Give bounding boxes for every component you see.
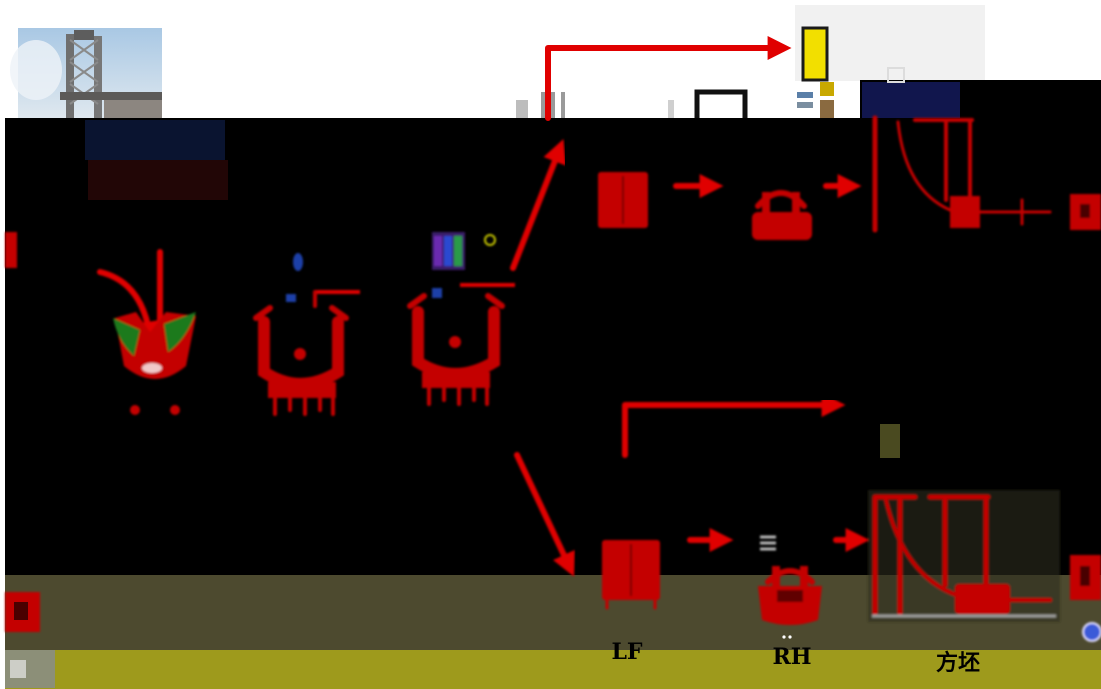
- vessel-inner: [449, 336, 461, 348]
- label-billet: 方坯: [936, 650, 980, 676]
- label-lf: LF: [611, 639, 642, 665]
- photo-building: [104, 100, 162, 118]
- photo-tower-bracing: [69, 39, 99, 105]
- caster-rolls: [955, 584, 1010, 614]
- photo-tower-leg: [66, 34, 74, 118]
- caster-posts: [872, 494, 918, 617]
- converter: [97, 249, 196, 415]
- rh-snorkel: [800, 566, 808, 592]
- converter-trunnion: [130, 405, 140, 415]
- photo-tower-top: [74, 30, 94, 40]
- lower-route: [602, 490, 1101, 642]
- equipment-fragment: [797, 102, 813, 108]
- label-band: [5, 650, 1101, 689]
- rh-ladle: [758, 586, 822, 625]
- glitch-icon-stripe: [444, 236, 452, 266]
- equipment-fragment: [516, 100, 528, 118]
- tundish-icon: [887, 67, 905, 83]
- vessel-drips: [427, 384, 489, 406]
- ladle-vessel-1: [253, 253, 360, 416]
- rh-ladle-upper: [752, 212, 812, 240]
- hot-metal-arrow: [97, 269, 160, 346]
- label-rh: RH: [772, 644, 811, 670]
- caster-runout: [978, 198, 1052, 226]
- rh-snorkel: [762, 192, 770, 216]
- glitch-icon-stripe: [434, 236, 442, 266]
- circle-icon: [1082, 622, 1101, 642]
- branch-arrow-up: [510, 139, 566, 271]
- flow-arrow-top: [545, 36, 792, 121]
- caster-strand: [884, 498, 968, 600]
- lance-icon: [293, 253, 303, 271]
- equipment-fragment: [541, 92, 545, 118]
- diagram-canvas: [5, 80, 1101, 575]
- branch-arrow-down: [514, 452, 575, 577]
- vessel-lip: [253, 305, 349, 321]
- lance-tip: [286, 294, 296, 302]
- vessel-inner: [294, 348, 306, 360]
- vessel-base: [268, 382, 336, 398]
- label-mark: [788, 635, 792, 639]
- converter-mouth: [142, 363, 162, 373]
- caster-frame: [927, 494, 991, 588]
- photo-beam: [60, 92, 162, 100]
- rh-snorkel: [772, 566, 780, 592]
- upper-route: [598, 115, 1101, 240]
- edge-fragment: [5, 232, 17, 268]
- ladle-icon: [801, 26, 829, 82]
- frame-fragment: [694, 89, 748, 118]
- ladle-vessel-2: [407, 232, 515, 406]
- glitch-block: [85, 120, 225, 160]
- vessel-drips: [273, 394, 335, 416]
- glitch-icon-stripe: [454, 236, 462, 266]
- flame-left: [113, 318, 140, 356]
- top-route: [516, 26, 960, 121]
- billet-stack-inner: [1080, 204, 1090, 218]
- rh-chamber: [765, 568, 815, 585]
- rh-ladle-inner: [777, 590, 803, 602]
- ladle-icon-part: [820, 82, 834, 96]
- rh-gauge-icon: [760, 535, 776, 551]
- equipment-fragment: [820, 100, 834, 118]
- lf-furnace-legs: [605, 598, 657, 610]
- tundish-icon-lower: [880, 424, 900, 458]
- equipment-fragment: [551, 92, 555, 118]
- rh-snorkel: [792, 192, 800, 216]
- marker-icon: [484, 234, 496, 246]
- label-mark: [782, 635, 786, 639]
- edge-fragment-inner: [14, 602, 28, 620]
- flow-arrow-middle: [622, 393, 846, 458]
- photo-tower-leg: [94, 36, 102, 118]
- equipment-fragment: [561, 92, 565, 118]
- glitch-block: [88, 160, 228, 200]
- lance-tip: [432, 288, 442, 298]
- equipment-fragment: [797, 92, 813, 98]
- glitch-block: [862, 82, 960, 118]
- flame-right: [164, 312, 196, 352]
- edge-fragment-icon-part: [10, 660, 26, 678]
- caster-frame: [913, 118, 974, 202]
- equipment-fragment: [668, 100, 674, 118]
- rh-chamber-upper: [755, 190, 807, 209]
- caster-strand: [896, 120, 952, 212]
- blast-furnace-photo: [10, 28, 162, 118]
- converter-trunnion: [170, 405, 180, 415]
- vessel-base: [422, 372, 490, 388]
- billet-stack-inner: [1080, 566, 1090, 586]
- caster-rolls: [950, 196, 980, 228]
- photo-cloud: [10, 40, 62, 100]
- vessel-lip: [407, 293, 505, 309]
